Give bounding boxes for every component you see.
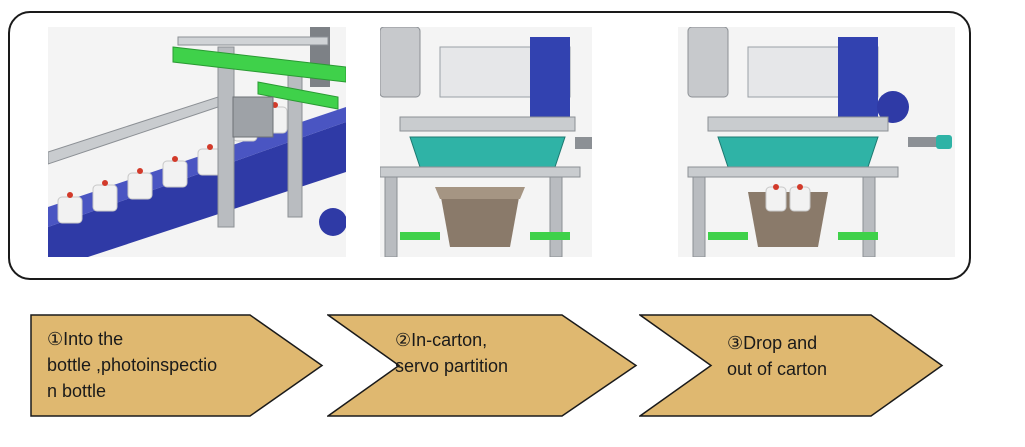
chevron-shape bbox=[30, 314, 324, 417]
carton-drop-render bbox=[678, 27, 955, 257]
step-2-label: ②In-carton, servo partition bbox=[395, 330, 509, 376]
chevron-shape bbox=[327, 314, 638, 417]
step-3-label: ③Drop and out of carton bbox=[727, 333, 828, 379]
step-arrow-1: ①Into the bottle ,photoinspectio n bottl… bbox=[30, 314, 324, 417]
chevron-shape bbox=[639, 314, 944, 417]
step-1-label: ①Into the bottle ,photoinspectio n bottl… bbox=[47, 329, 218, 401]
step-arrow-3: ③Drop and out of carton bbox=[639, 314, 944, 417]
carton-packing-render bbox=[380, 27, 592, 257]
step-arrow-2: ②In-carton, servo partition bbox=[327, 314, 638, 417]
machine-renders-frame bbox=[8, 11, 971, 280]
bottle-conveyor-render bbox=[48, 27, 346, 257]
